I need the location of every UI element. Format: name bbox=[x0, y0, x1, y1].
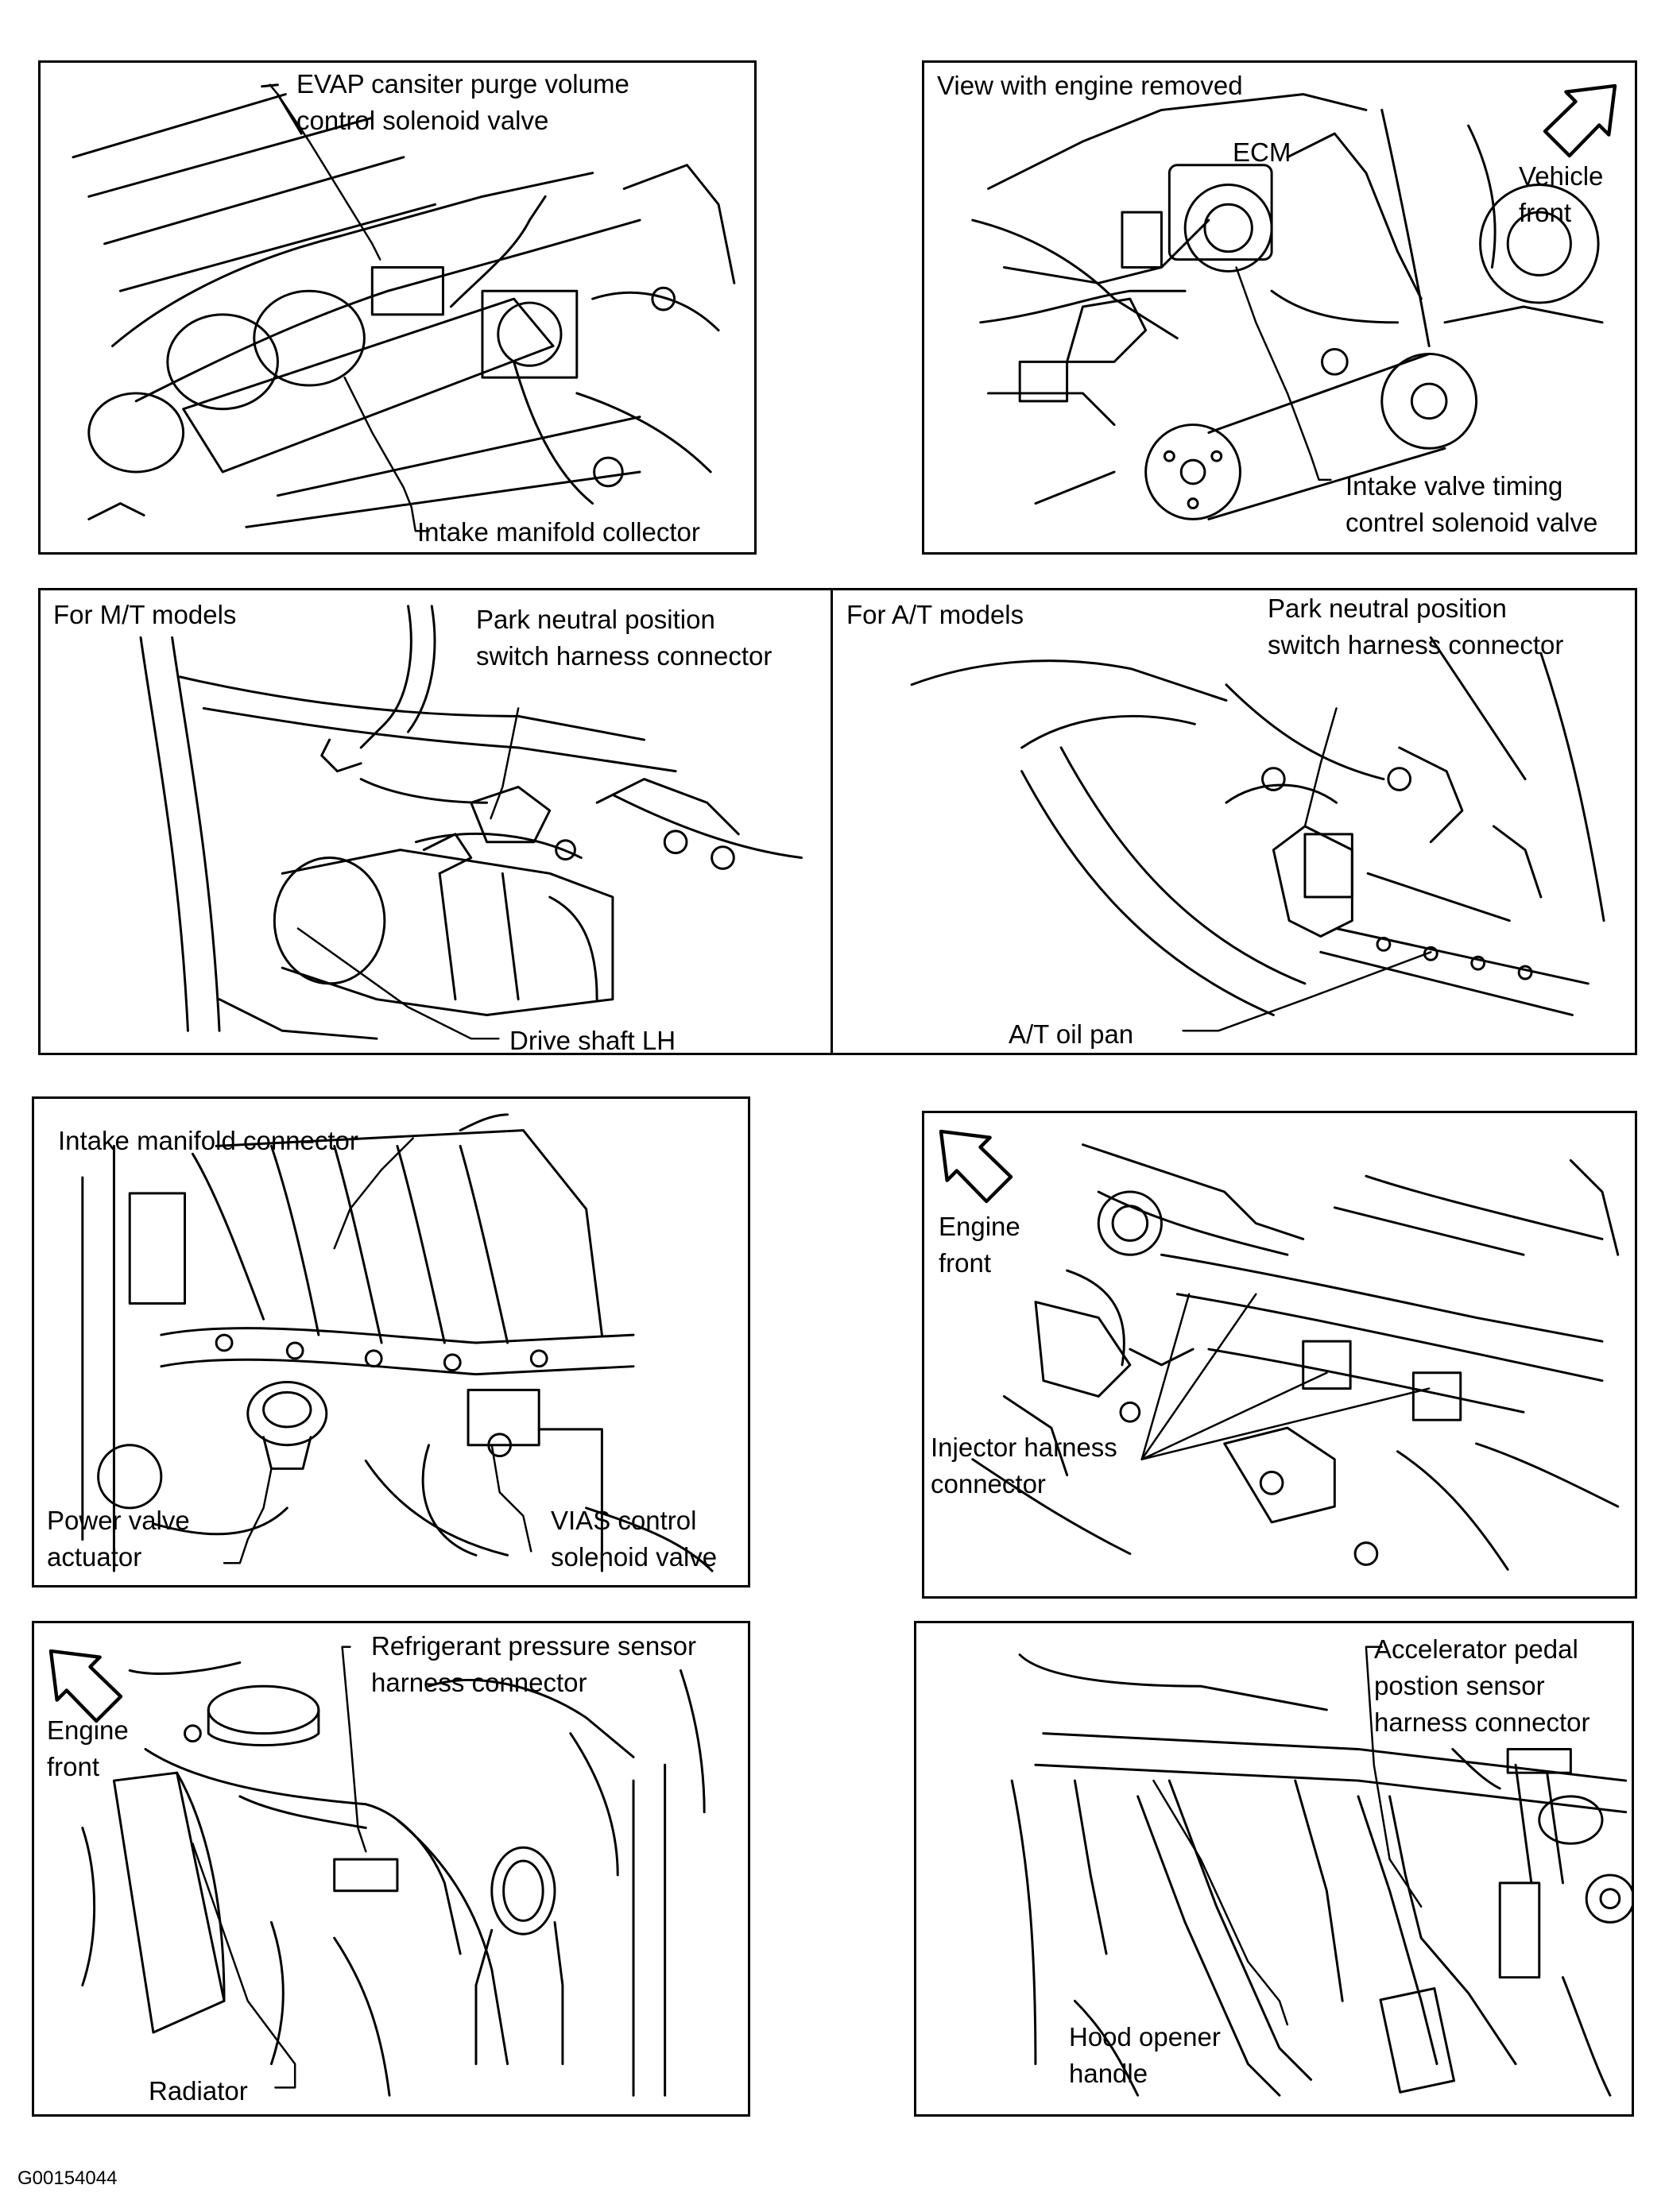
label-for-mt-models: For M/T models bbox=[53, 600, 237, 629]
label-hood-opener-handle: Hood opener handle bbox=[1069, 2022, 1221, 2088]
injector-engine-illustration bbox=[971, 1143, 1620, 1571]
label-accelerator-pedal-sensor: Accelerator pedal postion sensor harness… bbox=[1374, 1634, 1590, 1737]
label-engine-front: Engine front bbox=[47, 1715, 129, 1781]
label-drive-shaft-lh: Drive shaft LH bbox=[509, 1026, 676, 1055]
label-view-engine-removed: View with engine removed bbox=[937, 71, 1243, 100]
panel-evap-purge-valve: EVAP cansiter purge volume control solen… bbox=[38, 60, 757, 555]
panel-vias-control: Intake manifold connector Power valve ac… bbox=[32, 1096, 750, 1587]
label-intake-manifold-collector: Intake manifold collector bbox=[417, 517, 700, 547]
label-vehicle-front: Vehicle front bbox=[1519, 161, 1604, 227]
label-vias-control-solenoid: VIAS control solenoid valve bbox=[551, 1506, 718, 1572]
label-mt-park-neutral-connector: Park neutral position switch harness con… bbox=[476, 605, 772, 671]
label-radiator: Radiator bbox=[149, 2076, 248, 2106]
figure-id: G00154044 bbox=[17, 2168, 118, 2189]
label-refrigerant-pressure-sensor: Refrigerant pressure sensor harness conn… bbox=[371, 1631, 697, 1697]
label-engine-front: Engine front bbox=[939, 1212, 1020, 1278]
engine-front-arrow-icon bbox=[48, 1649, 123, 1723]
vehicle-front-arrow-icon bbox=[1543, 83, 1617, 158]
vias-manifold-illustration bbox=[81, 1113, 714, 1572]
accelerator-pedal-illustration bbox=[1010, 1645, 1632, 2097]
panel-park-neutral-position: For M/T models Park neutral position swi… bbox=[38, 588, 1637, 1055]
label-intake-manifold-connector: Intake manifold connector bbox=[58, 1126, 358, 1155]
panel-refrigerant-sensor: Engine front Refrigerant pressure sensor… bbox=[32, 1621, 750, 2117]
refrigerant-radiator-illustration bbox=[81, 1645, 706, 2097]
ivt-engine-illustration bbox=[971, 93, 1604, 520]
label-power-valve-actuator: Power valve actuator bbox=[47, 1506, 190, 1572]
pnp-panel-divider bbox=[831, 590, 833, 1053]
label-for-at-models: For A/T models bbox=[846, 600, 1024, 629]
panel-injector-harness: Engine front Injector harness connector bbox=[922, 1111, 1637, 1599]
label-ecm: ECM bbox=[1233, 137, 1291, 167]
label-at-park-neutral-connector: Park neutral position switch harness con… bbox=[1268, 594, 1564, 659]
panel-accelerator-pedal-sensor: Accelerator pedal postion sensor harness… bbox=[914, 1621, 1634, 2117]
label-at-oil-pan: A/T oil pan bbox=[1009, 1019, 1134, 1049]
evap-engine-illustration bbox=[72, 83, 736, 532]
label-evap-purge-valve: EVAP cansiter purge volume control solen… bbox=[296, 69, 629, 135]
engine-front-arrow-icon bbox=[939, 1129, 1013, 1204]
label-intake-valve-timing-solenoid: Intake valve timing contrel solenoid val… bbox=[1346, 471, 1598, 537]
pnp-illustration bbox=[139, 605, 1605, 1040]
panel-intake-valve-timing: View with engine removed ECM Vehicle fro… bbox=[922, 60, 1637, 555]
label-injector-harness-connector: Injector harness connector bbox=[931, 1433, 1117, 1499]
